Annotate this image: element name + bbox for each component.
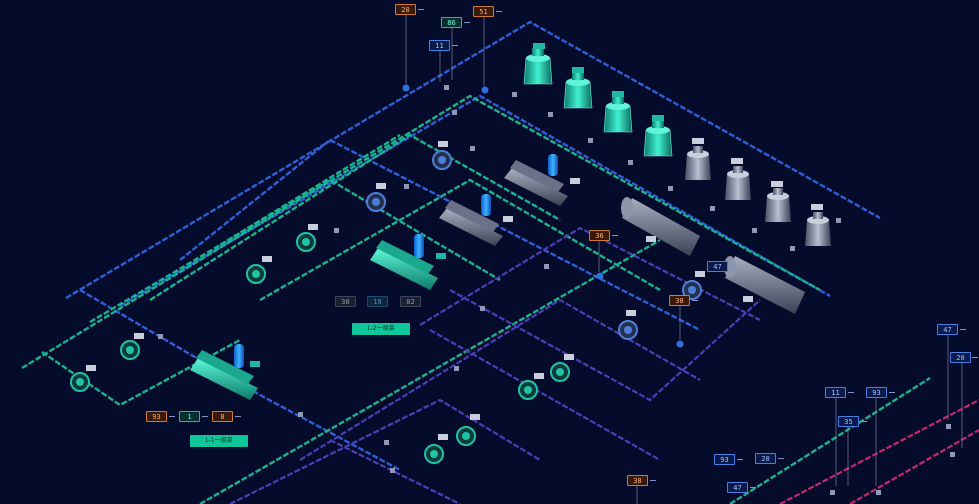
middle-tag-value[interactable]: 38 [669, 295, 690, 306]
tag-tick [750, 487, 756, 488]
right-tag-value[interactable]: 93 [866, 387, 887, 398]
right-tag-value[interactable]: 20 [950, 352, 971, 363]
l2-status-value[interactable]: 82 [400, 296, 421, 307]
top-tag-value[interactable]: 11 [429, 40, 450, 51]
l2-status-value[interactable]: 18 [367, 296, 388, 307]
l1-pump-label[interactable]: L-1一级泵 [190, 435, 248, 447]
l1-status-value[interactable]: 93 [146, 411, 167, 422]
tag-tick [848, 392, 854, 393]
tag-tick [452, 45, 458, 46]
tag-tick [778, 458, 784, 459]
right-tag-value[interactable]: 38 [627, 475, 648, 486]
l1-status-value[interactable]: 1 [179, 411, 200, 422]
tag-tick [692, 300, 698, 301]
l2-status-value[interactable]: 38 [335, 296, 356, 307]
tag-tick [418, 9, 424, 10]
top-tag-value[interactable]: 20 [395, 4, 416, 15]
right-tag-value[interactable]: 47 [937, 324, 958, 335]
right-tag-value[interactable]: 11 [825, 387, 846, 398]
tag-tick [612, 235, 618, 236]
right-tag-value[interactable]: 20 [755, 453, 776, 464]
equipment-badges [86, 43, 823, 440]
tag-tick [464, 22, 470, 23]
right-tag-value[interactable]: 47 [727, 482, 748, 493]
right-tag-value[interactable]: 35 [838, 416, 859, 427]
l2-pump-label[interactable]: L-2一级泵 [352, 323, 410, 335]
tag-tick [960, 329, 966, 330]
tag-tick [730, 266, 736, 267]
right-tag-value[interactable]: 93 [714, 454, 735, 465]
tag-tick [650, 480, 656, 481]
tag-tick [889, 392, 895, 393]
tag-tick [235, 416, 241, 417]
tag-tick [737, 459, 743, 460]
tag-tick [169, 416, 175, 417]
cooling-towers-grey [685, 146, 831, 246]
top-tag-value[interactable]: 51 [473, 6, 494, 17]
middle-tag-value[interactable]: 47 [707, 261, 728, 272]
tag-tick [202, 416, 208, 417]
tag-tick [861, 421, 867, 422]
middle-tag-value[interactable]: 36 [589, 230, 610, 241]
tag-tick [496, 11, 502, 12]
magenta-pipe-network [780, 400, 979, 504]
cooling-towers-teal [524, 48, 672, 156]
blue-pipe-network [66, 22, 880, 470]
top-tag-value[interactable]: 86 [441, 17, 462, 28]
tag-tick [972, 357, 978, 358]
l1-status-value[interactable]: 8 [212, 411, 233, 422]
purple-pipe-network [230, 228, 760, 504]
